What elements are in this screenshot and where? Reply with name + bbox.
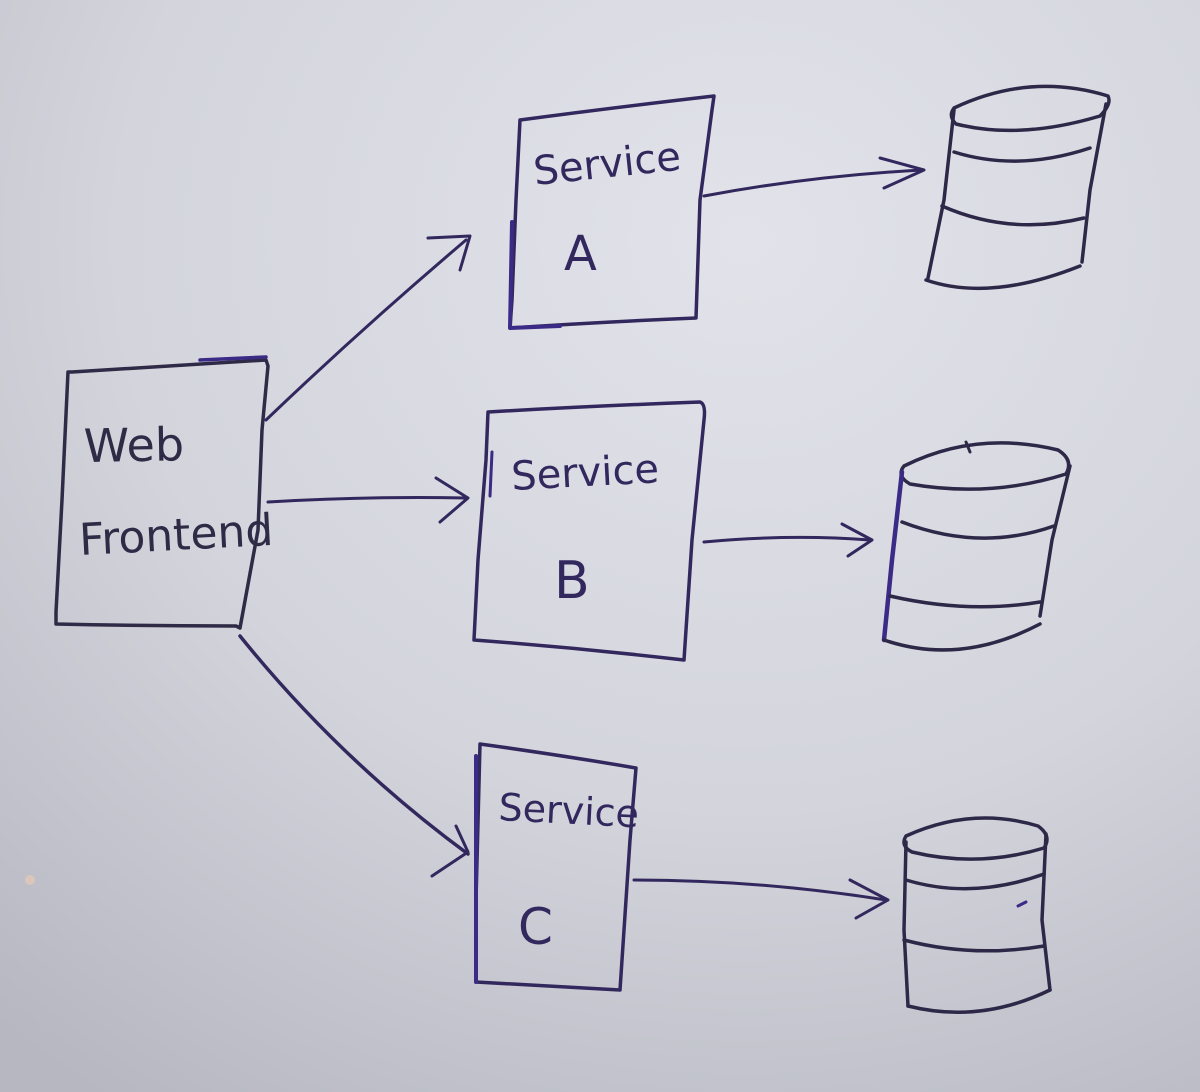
database-a	[924, 84, 1111, 291]
arrow-web-frontend-to-service-c	[238, 634, 470, 878]
web-frontend-label-line1: Web	[83, 417, 184, 473]
service-b-label-line2: B	[554, 551, 590, 611]
arrow-service-c-to-database-c	[632, 878, 890, 920]
service-b-label-line1: Service	[510, 446, 660, 500]
database-b	[881, 440, 1072, 652]
service-c-label-line2: C	[518, 898, 553, 956]
light-reflection	[25, 875, 35, 885]
web-frontend-node: Web Frontend	[54, 355, 275, 630]
arrow-web-frontend-to-service-a	[264, 234, 472, 422]
service-c-label-line1: Service	[498, 785, 641, 836]
arrow-service-a-to-database-a	[702, 156, 926, 198]
service-b-node: Service B	[472, 400, 707, 662]
arrow-service-b-to-database-b	[702, 522, 874, 558]
service-a-label-line2: A	[564, 226, 597, 282]
service-c-node: Service C	[474, 742, 641, 992]
arrow-web-frontend-to-service-b	[266, 476, 470, 524]
database-c	[902, 816, 1052, 1014]
web-frontend-label-line2: Frontend	[78, 505, 275, 566]
